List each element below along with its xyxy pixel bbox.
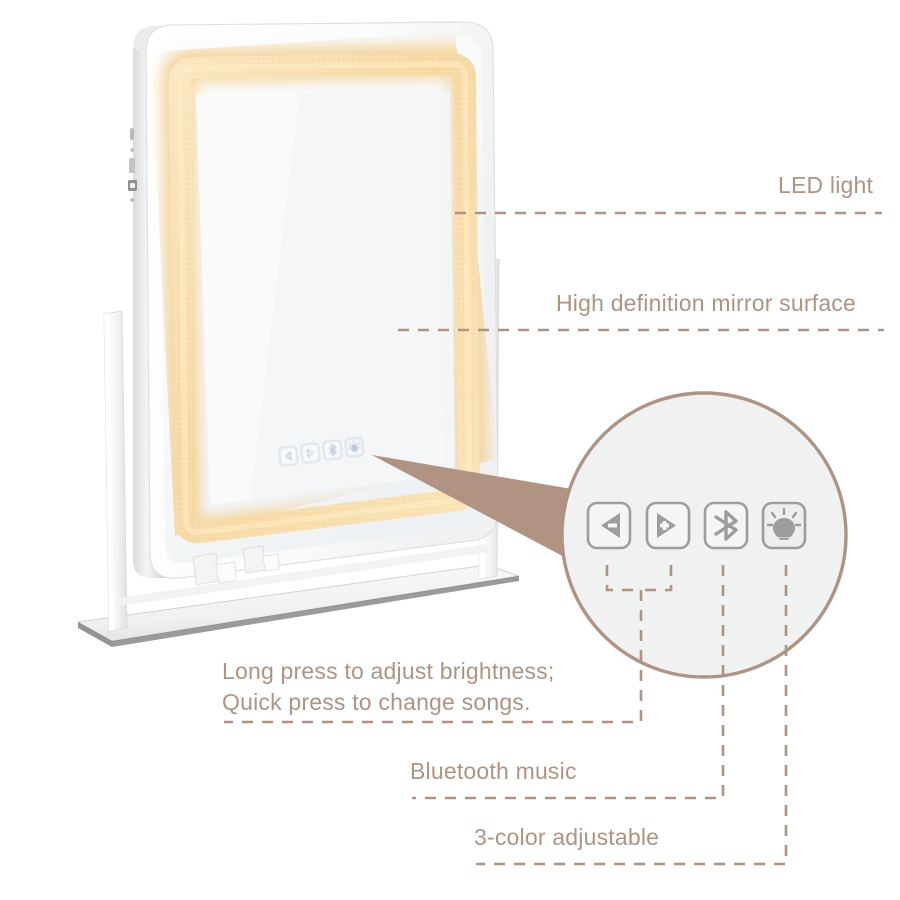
plus-glyph-vertical (662, 521, 667, 530)
power-port (130, 128, 134, 140)
light-bulb-icon (766, 507, 802, 540)
annotation-bluetooth-music: Bluetooth music (410, 758, 577, 784)
leader-bluetooth (412, 565, 725, 800)
mount-clip-right-tab (262, 553, 280, 572)
minus-glyph (608, 523, 617, 528)
stand-post-left-highlight (104, 313, 114, 632)
panel-button-bluetooth[interactable] (322, 440, 343, 461)
annotation-mirror-surface: High definition mirror surface (556, 290, 857, 316)
mount-clip-left-tab (215, 561, 237, 584)
mirror-reflective-surface (196, 91, 455, 505)
leader-press-trunk (224, 590, 643, 724)
callout-button-bluetooth[interactable] (703, 501, 749, 550)
leader-lines (224, 211, 884, 866)
annotation-color-adjustable: 3-color adjustable (474, 824, 660, 850)
stand-crossbar (118, 544, 489, 606)
micro-usb-port-inner (130, 183, 135, 188)
mount-clip-right (242, 545, 266, 574)
callout-button-light-mode[interactable] (761, 501, 807, 550)
panel-button-previous[interactable] (278, 446, 299, 467)
stand-base-front-edge (112, 576, 519, 647)
leader-3color (476, 565, 788, 866)
panel-button-light-mode[interactable] (344, 437, 365, 458)
stand-base-shadow (78, 622, 112, 647)
mirror-mount-clips (192, 545, 280, 586)
mirror-control-panel[interactable] (278, 437, 365, 467)
callout-button-next-track[interactable] (645, 501, 691, 550)
usb-port (129, 158, 135, 173)
callout-pointer (372, 455, 607, 560)
side-ports (128, 128, 137, 202)
mirror-surface-sheen (196, 93, 300, 505)
annotation-press-behavior: Long press to adjust brightness; Quick p… (222, 658, 555, 716)
panel-button-next[interactable] (300, 443, 321, 464)
port-indicator-dot-top (130, 148, 134, 152)
leader-press-btn1 (605, 565, 641, 592)
bluetooth-icon (714, 510, 738, 541)
port-indicator-dot-bottom (130, 198, 134, 202)
leader-press-btn2 (641, 565, 673, 592)
callout-button-previous-track[interactable] (586, 501, 632, 550)
mount-clip-left (192, 552, 220, 586)
callout-buttons[interactable] (586, 501, 807, 550)
mirror-body (128, 21, 499, 586)
annotation-led-light: LED light (778, 172, 874, 198)
